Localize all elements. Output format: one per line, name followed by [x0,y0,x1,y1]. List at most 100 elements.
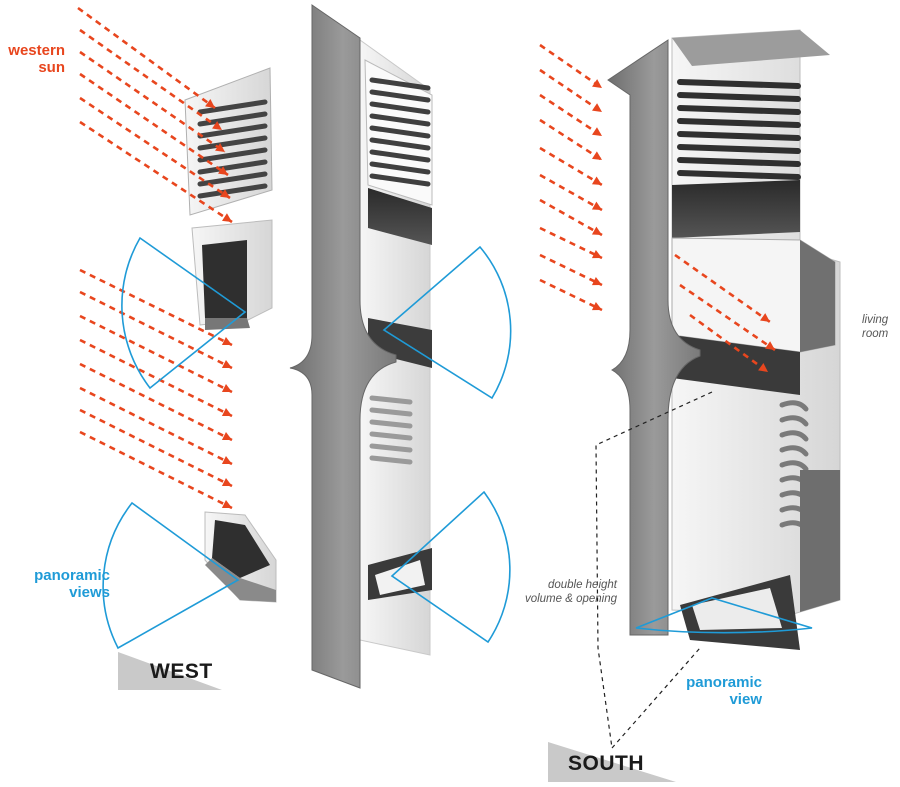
sun-arrow [79,96,231,200]
west-louvers [197,99,268,199]
sun-arrow-head [591,176,602,185]
sun-arrow-head [222,213,232,222]
louver-blade [197,123,268,139]
sun-arrow-head [221,383,232,392]
stair-tread [779,460,809,472]
view-cone-south [635,597,813,634]
sun-arrow [539,118,603,162]
sun-arrow [79,386,233,466]
sun-arrow-head [215,143,225,152]
sun-arrow-head [591,201,602,210]
louver-blade [369,419,413,429]
sun-arrow-head [758,363,768,372]
louver-blade [677,131,801,141]
sun-arrow [79,72,229,177]
panoramic-view-label: panoramic view [686,674,762,708]
louver-blade [369,431,413,441]
south-ground-wedge [548,742,676,782]
west-building-column [289,4,433,689]
south-louvers [677,79,801,180]
sun-arrow [539,146,603,187]
sun-arrow-head [591,226,602,235]
sun-arrow-head [212,121,222,130]
louver-blade [369,137,431,151]
south-label: SOUTH [568,752,644,775]
west-mid-recess [202,240,247,318]
louver-blade [369,443,413,453]
sun-arrow [79,362,233,442]
sun-arrow [79,28,223,132]
stair-tread [779,445,809,457]
sun-arrow-head [591,151,602,160]
louver-blade [677,144,801,154]
sun-arrow-head [220,189,230,198]
louver-blade [677,157,801,167]
sun-arrow-head [218,166,228,175]
louver-blade [197,183,268,199]
louver-blade [677,79,801,89]
louver-blade [369,395,413,405]
living-room-label: living room [862,314,889,340]
view-cone-center-upper [382,245,512,400]
double-height-label: double height volume & opening [524,579,617,605]
sun-arrow [539,226,603,260]
sun-arrow-head [592,103,602,112]
view-cone-west-upper [121,236,247,390]
louver-blade [197,99,268,115]
sun-arrow-head [592,79,602,88]
west-ground-wedge [118,652,222,690]
louver-blade [369,113,431,127]
louver-blade [369,125,431,139]
stair-tread [779,415,809,427]
louver-blade [369,101,431,115]
sun-arrow [77,6,216,110]
sun-arrow [674,253,771,324]
louver-blade [369,77,431,91]
louver-blade [197,171,268,187]
sun-arrow [79,120,233,224]
louver-blade [369,149,431,163]
sun-arrow [539,253,603,287]
panoramic-views-label: panoramic views [34,567,110,601]
sun-arrow [79,50,226,154]
west-main-wall [289,4,397,689]
sun-arrow [79,408,233,488]
sun-arrow-head [221,431,232,440]
sun-arrow-head [221,336,232,346]
double-height-leader [595,391,713,749]
sun-arrow-head [221,359,232,368]
louver-blade [369,455,413,465]
sun-arrow-head [760,313,770,322]
sun-arrow [539,198,603,237]
sun-arrow-head [205,99,215,108]
louver-blade [197,159,268,175]
sun-arrow [539,278,603,312]
sun-arrow-head [221,455,232,464]
stair-tread [779,430,809,442]
western-sun-label: western sun [8,42,65,76]
view-cone-west-lower [102,501,240,650]
louver-blade [197,135,268,151]
west-facade-fragments [184,67,277,603]
south-building [607,29,841,650]
sun-arrow [539,68,603,114]
sun-arrow-head [221,499,232,508]
louver-blade [369,89,431,103]
louver-blade [677,118,801,128]
stair-tread [779,400,809,412]
louver-blade [197,147,268,163]
sun-arrow-head [591,302,602,311]
sun-arrow-head [592,127,602,136]
sun-arrow [539,93,603,138]
louver-blade [369,173,431,187]
sun-arrow-head [591,277,602,286]
sun-arrows [77,6,776,510]
louver-blade [677,105,801,115]
center-louvers [369,77,431,187]
west-lower-recess [212,520,270,578]
sun-arrow-heads [205,79,775,508]
view-cones [102,236,813,650]
west-label: WEST [150,660,213,683]
view-cone-center-lower [390,490,511,644]
